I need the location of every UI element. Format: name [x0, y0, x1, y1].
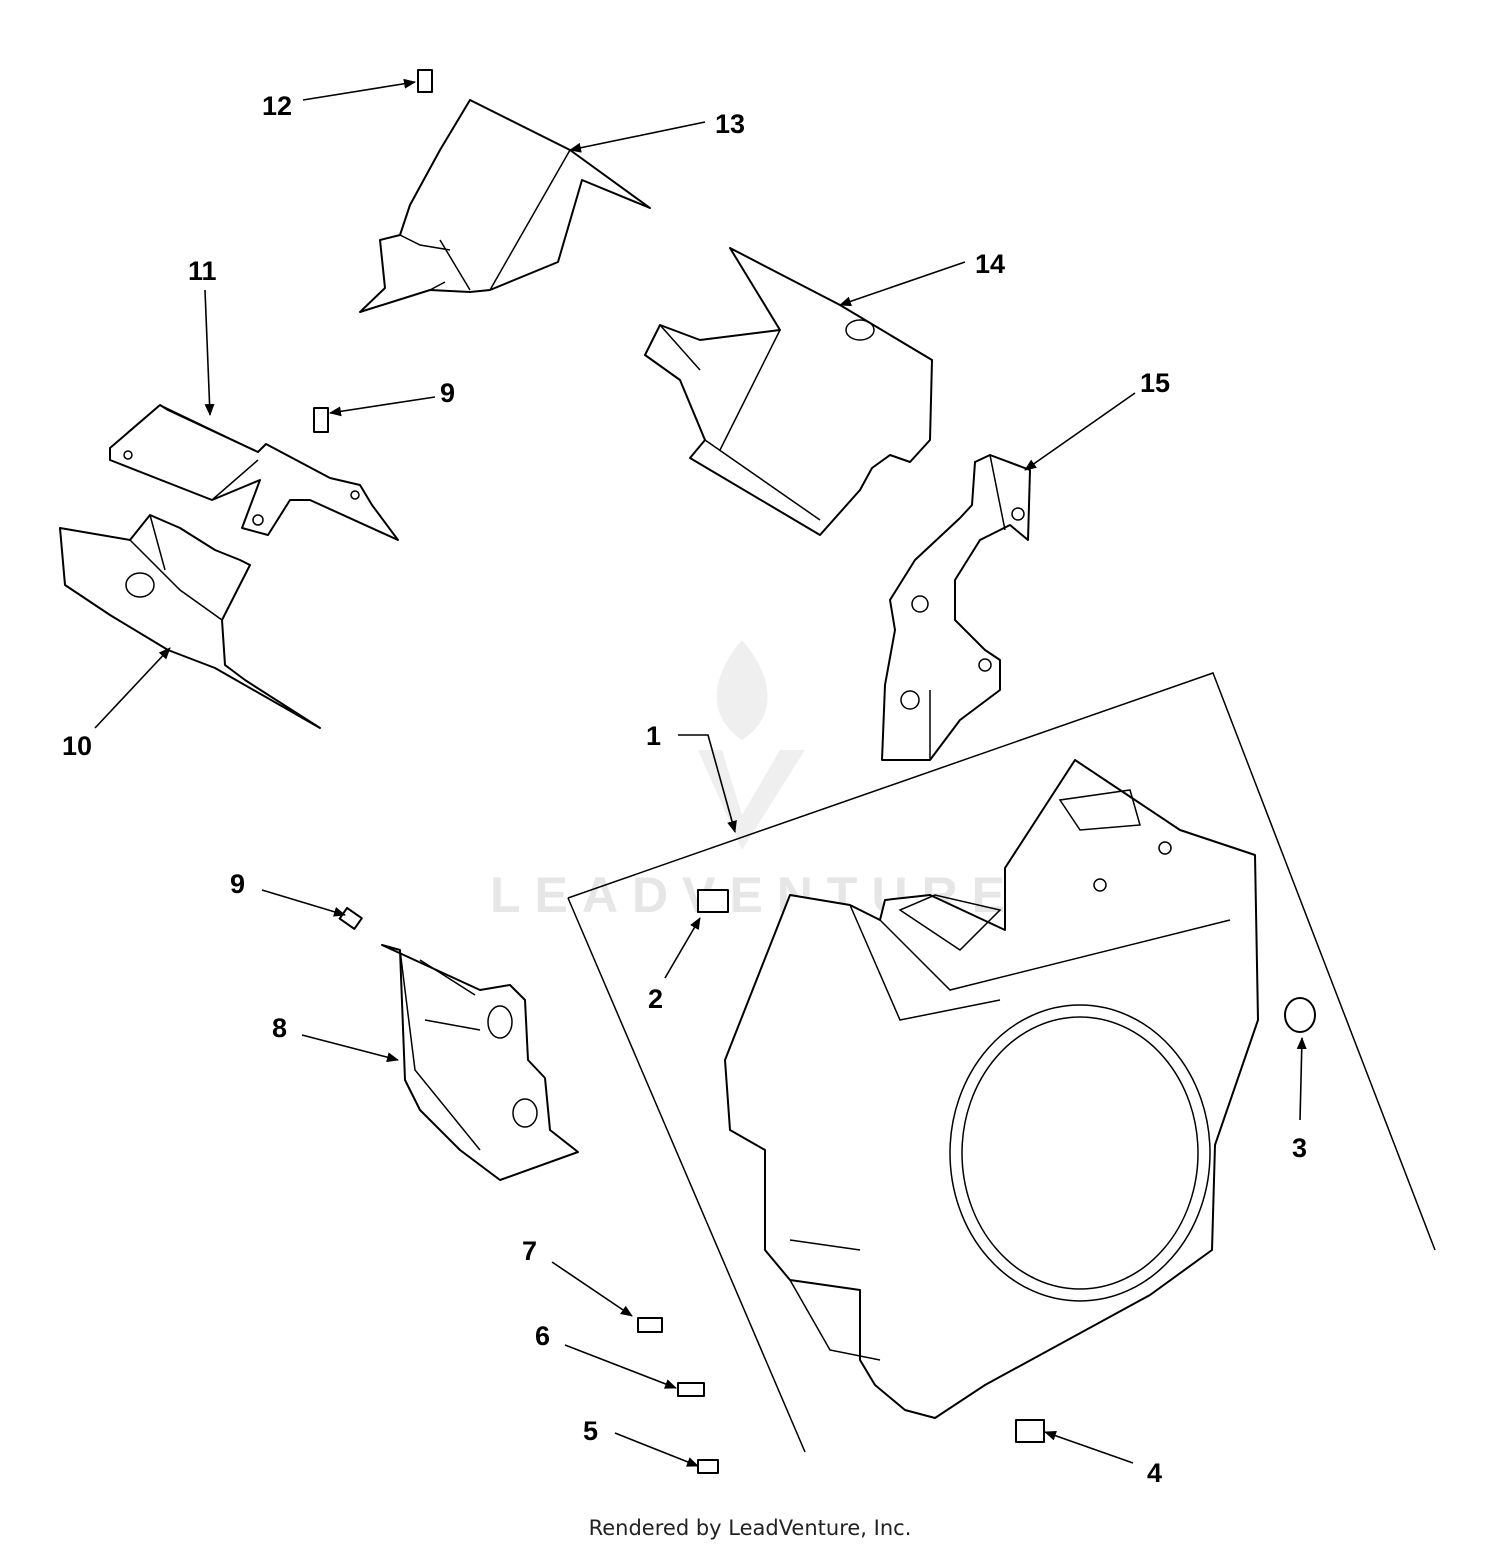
- callout-5: 5: [583, 1416, 598, 1446]
- part-12-screw: [417, 69, 433, 93]
- part-11-bracket: [109, 404, 399, 541]
- callout-6: 6: [535, 1321, 550, 1351]
- leader-11: [204, 289, 215, 416]
- leader-10: [94, 647, 171, 729]
- part-4-nut: [1015, 1419, 1045, 1443]
- part-7-screw: [637, 1317, 663, 1333]
- part-15-bracket: [881, 454, 1031, 761]
- callout-7: 7: [522, 1236, 537, 1266]
- leader-9-left: [261, 889, 346, 917]
- callout-1: 1: [646, 721, 661, 751]
- callout-labels: 12 13 14 15 11 9 10 1 9 8 2 3 4 5 6 7: [62, 91, 1307, 1488]
- callout-9-top: 9: [440, 378, 455, 408]
- callout-12: 12: [262, 91, 292, 121]
- callout-2: 2: [648, 984, 663, 1014]
- callout-13: 13: [715, 109, 745, 139]
- part-2-clip: [697, 889, 729, 913]
- callout-11: 11: [188, 256, 217, 286]
- part-1-blower-housing: [567, 672, 1436, 1453]
- part-10-shroud: [59, 514, 321, 729]
- part-6-screw: [677, 1382, 705, 1397]
- leader-7: [551, 1261, 633, 1317]
- part-3-plug: [1284, 997, 1316, 1033]
- leader-12: [302, 78, 416, 101]
- leader-9-top: [329, 396, 436, 417]
- part-13-shroud: [359, 99, 651, 313]
- callout-3: 3: [1292, 1133, 1307, 1163]
- leader-14: [839, 261, 966, 307]
- callout-8: 8: [272, 1013, 287, 1043]
- leader-13: [569, 121, 706, 153]
- callout-4: 4: [1147, 1458, 1162, 1488]
- callout-10: 10: [62, 731, 92, 761]
- part-5-screw: [697, 1459, 719, 1474]
- part-9-screw-top: [313, 407, 329, 433]
- leader-8: [301, 1034, 399, 1063]
- leader-15: [1024, 392, 1136, 471]
- leader-4: [1044, 1430, 1134, 1464]
- leader-5: [614, 1432, 699, 1467]
- part-8-bracket: [381, 944, 579, 1181]
- footer-credit: Rendered by LeadVenture, Inc.: [588, 1516, 912, 1540]
- leader-lines: [94, 78, 1307, 1467]
- leader-2: [664, 917, 701, 979]
- leader-3: [1296, 1037, 1307, 1121]
- leader-1: [678, 734, 737, 833]
- callout-15: 15: [1140, 368, 1170, 398]
- part-9-screw-left: [338, 906, 363, 930]
- callout-14: 14: [975, 249, 1005, 279]
- leader-6: [564, 1344, 677, 1389]
- part-14-shroud: [644, 247, 933, 536]
- callout-9-left: 9: [230, 869, 245, 899]
